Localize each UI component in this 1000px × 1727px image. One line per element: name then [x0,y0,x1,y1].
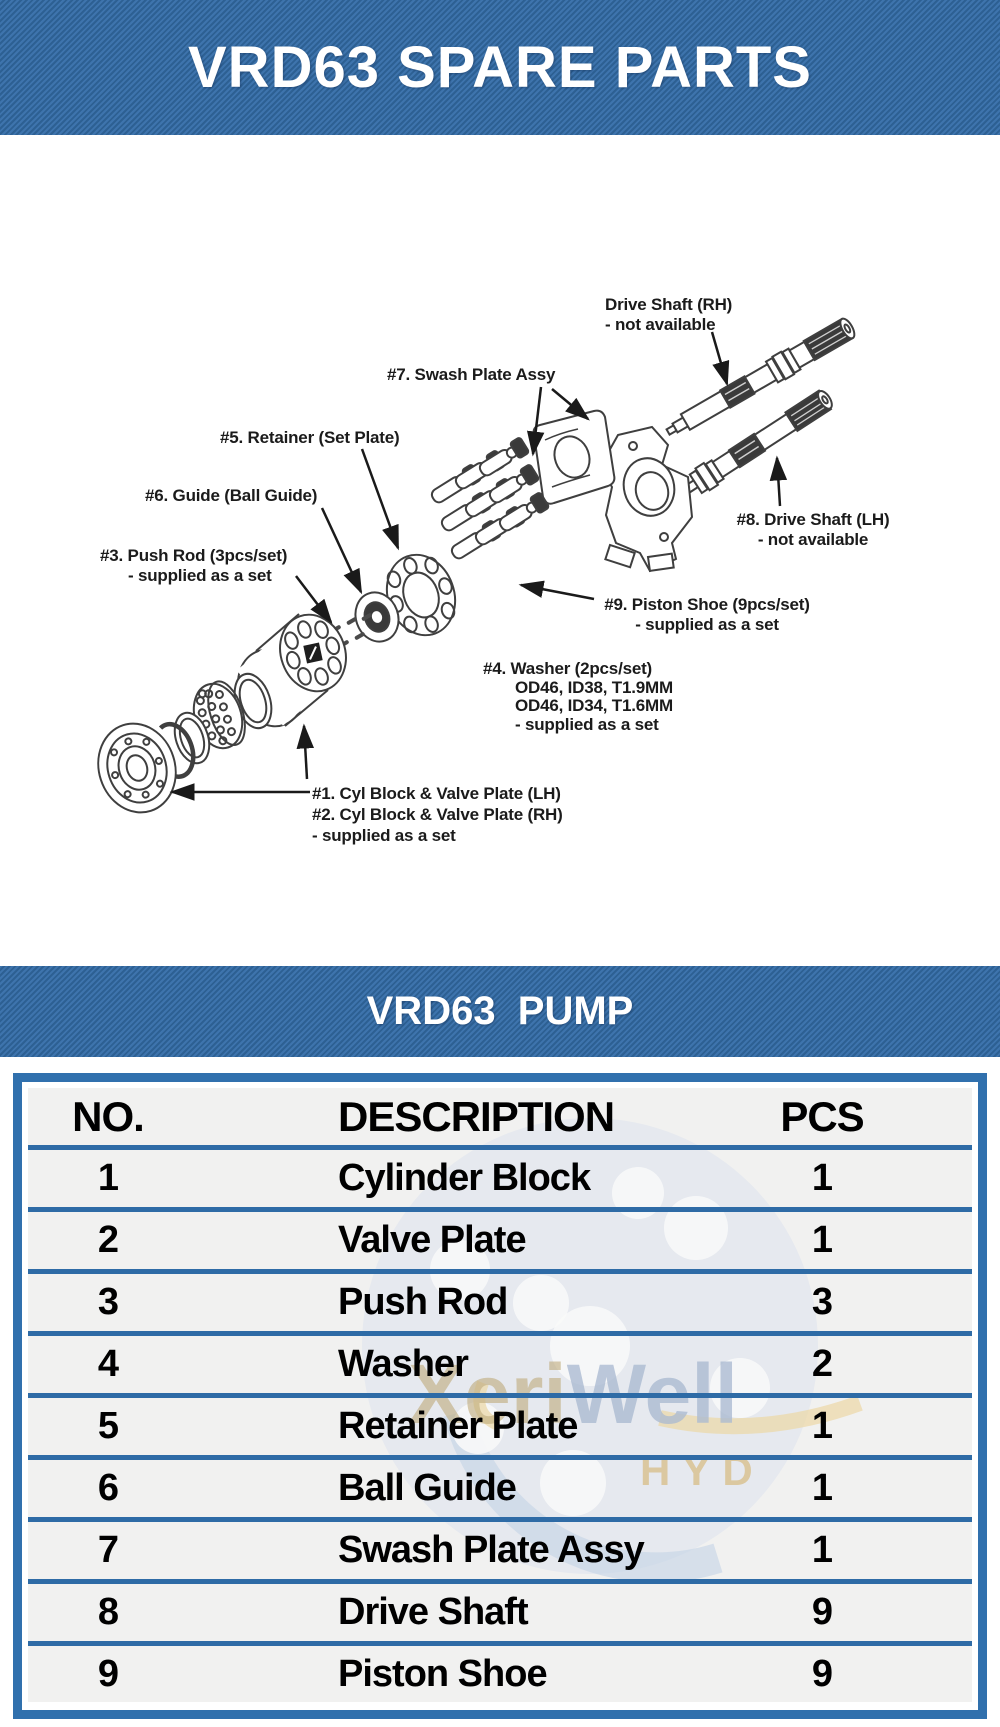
label-drive-shaft-lh: #8. Drive Shaft (LH) - not available [736,510,890,549]
cell-no: 2 [97,1219,119,1261]
cell-description: Piston Shoe [338,1653,548,1695]
table-row: 2 Valve Plate 1 [28,1212,972,1274]
cell-description: Washer [338,1343,469,1385]
cell-pcs: 9 [811,1591,833,1633]
cell-description: Swash Plate Assy [338,1529,645,1571]
arrow-swash-a [526,386,545,457]
table-row: 9 Piston Shoe 9 [28,1646,972,1703]
table-row: 4 Washer 2 [28,1336,972,1398]
table-header-row: NO. DESCRIPTION PCS [28,1088,972,1150]
cell-pcs: 1 [811,1467,833,1509]
arrow-cyl-block-up [296,723,315,780]
exploded-parts-diagram: Drive Shaft (RH) - not available #7. Swa… [0,135,1000,966]
table-row: 3 Push Rod 3 [28,1274,972,1336]
label-drive-shaft-rh: Drive Shaft (RH) - not available [605,295,733,334]
cell-description: Drive Shaft [338,1591,529,1633]
cell-no: 9 [97,1653,119,1695]
arrow-swash-b [551,388,590,421]
ball-guide-drawing [354,591,400,643]
cell-pcs: 3 [811,1281,833,1323]
cell-no: 1 [97,1157,119,1199]
cell-no: 7 [97,1529,119,1571]
swash-plate-drawing [532,409,616,505]
label-swash-plate: #7. Swash Plate Assy [387,365,556,384]
cell-description: Push Rod [338,1281,508,1323]
cell-no: 8 [97,1591,119,1633]
swash-housing-drawing [598,425,694,573]
cell-no: 3 [97,1281,119,1323]
cell-description: Valve Plate [338,1219,527,1261]
parts-table: XeriWell HYD NO. DESCRIPTION PCS 1 Cylin… [13,1073,987,1719]
label-push-rod: #3. Push Rod (3pcs/set) - supplied as a … [100,546,288,585]
table-row: 7 Swash Plate Assy 1 [28,1522,972,1584]
cell-no: 4 [97,1343,119,1385]
parts-line-art [97,317,856,814]
table-row: 8 Drive Shaft 9 [28,1584,972,1646]
label-retainer: #5. Retainer (Set Plate) [220,428,400,447]
arrow-push-rod [295,575,333,624]
cell-description: Retainer Plate [338,1405,578,1447]
parts-rows: NO. DESCRIPTION PCS 1 Cylinder Block 1 2… [28,1088,972,1703]
cell-no: 6 [97,1467,119,1509]
pump-banner: VRD63 PUMP [0,966,1000,1057]
cell-description: Ball Guide [338,1467,517,1509]
cell-pcs: 2 [811,1343,833,1385]
cell-no: 5 [97,1405,119,1447]
label-guide: #6. Guide (Ball Guide) [145,486,318,505]
arrow-drive-shaft-lh [769,455,788,507]
cell-pcs: 1 [811,1157,833,1199]
bearing-drawing [97,722,177,814]
label-washer: #4. Washer (2pcs/set) OD46, ID38, T1.9MM… [483,659,673,734]
table-row: 1 Cylinder Block 1 [28,1150,972,1212]
top-banner: VRD63 SPARE PARTS [0,0,1000,135]
cell-pcs: 1 [811,1529,833,1571]
arrow-drive-shaft-rh [710,331,730,387]
cell-pcs: 1 [811,1405,833,1447]
page-title: VRD63 SPARE PARTS [188,35,812,100]
cell-pcs: 1 [811,1219,833,1261]
arrow-guide [320,507,363,595]
header-description: DESCRIPTION [338,1092,615,1140]
pump-banner-title: VRD63 PUMP [366,989,634,1033]
pointer-arrows [169,331,788,801]
drive-shaft-lh-drawing [683,389,833,495]
drive-shaft-rh-drawing [665,317,856,436]
table-row: 5 Retainer Plate 1 [28,1398,972,1460]
label-piston-shoe: #9. Piston Shoe (9pcs/set) - supplied as… [604,595,810,634]
arrow-retainer [360,448,400,551]
piston-shoe-group-drawing [430,437,550,560]
arrow-piston-shoe [518,580,595,601]
ring-1-drawing [173,711,211,765]
cell-description: Cylinder Block [338,1157,591,1199]
label-cyl-block: #1. Cyl Block & Valve Plate (LH) #2. Cyl… [312,784,563,845]
cell-pcs: 9 [811,1653,833,1695]
header-pcs: PCS [780,1092,864,1140]
table-row: 6 Ball Guide 1 [28,1460,972,1522]
header-no: NO. [72,1092,145,1140]
